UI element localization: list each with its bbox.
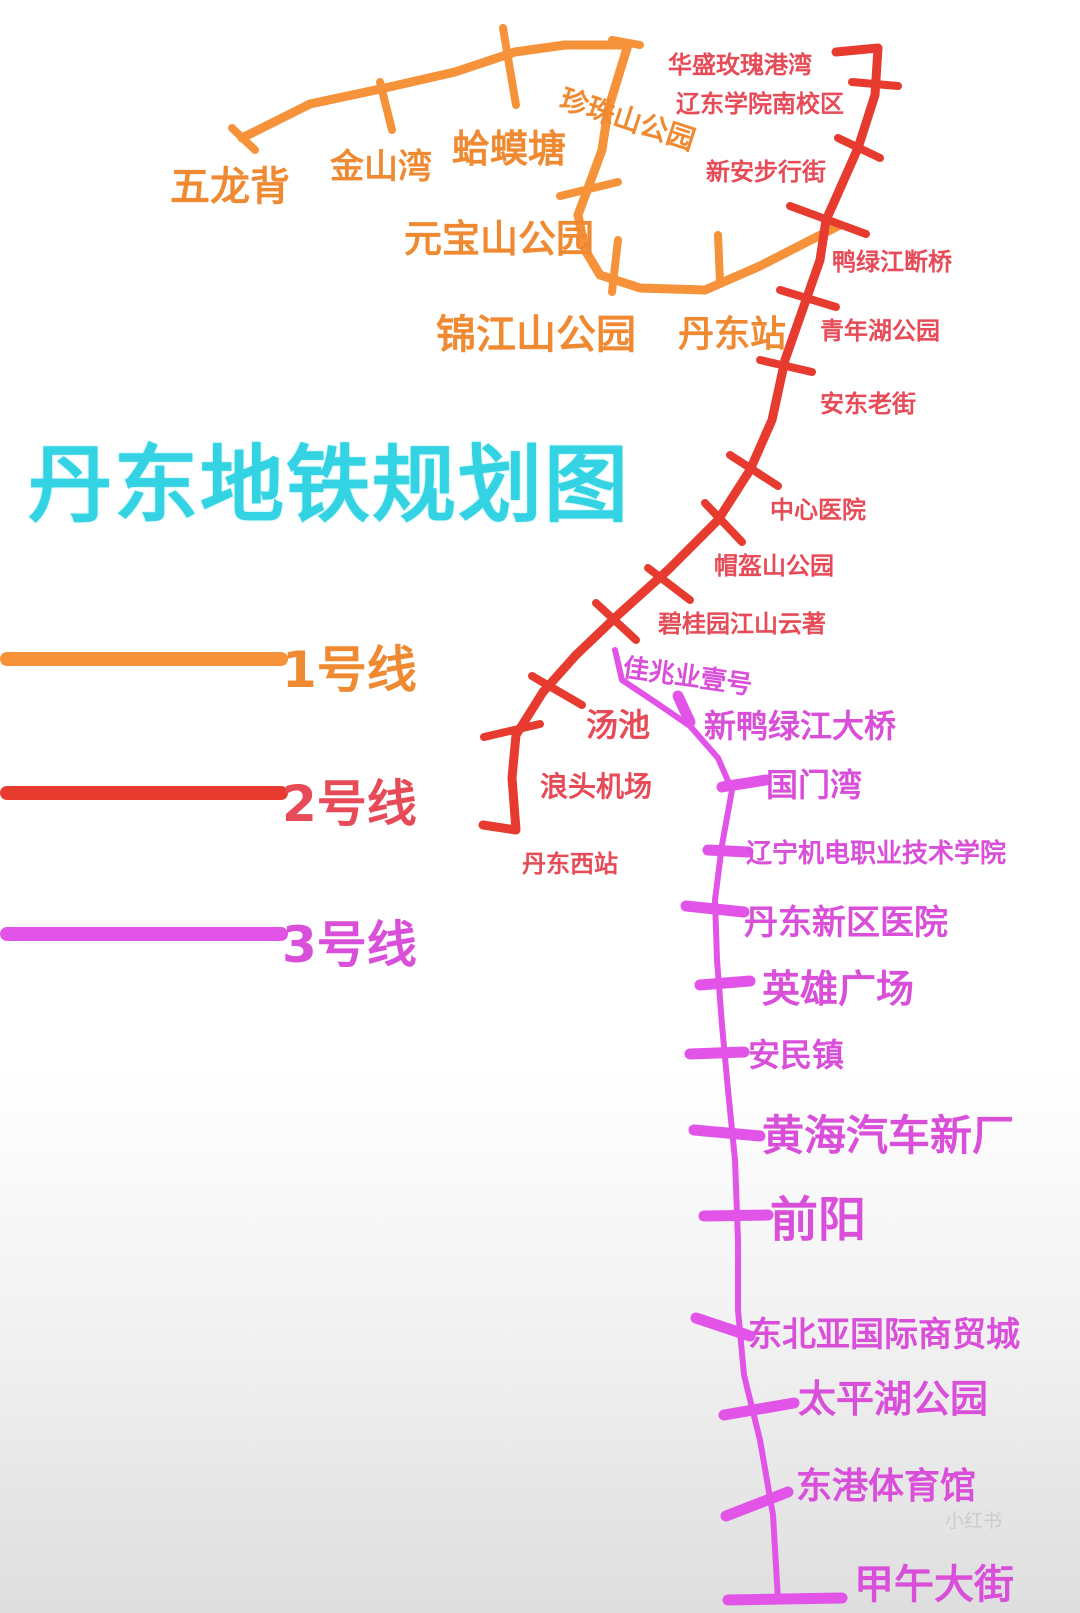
station-tick [726,451,782,490]
station-label: 安民镇 [748,1036,844,1074]
legend-label: 3号线 [282,916,417,974]
watermark: 小红书 [944,1510,1002,1532]
station-label: 东北亚国际商贸城 [748,1315,1020,1355]
station-label: 青年湖公园 [820,317,940,345]
station-label: 前阳 [770,1192,866,1248]
station-tick [786,202,870,238]
station-label: 安东老街 [820,390,916,418]
station-label: 新安步行街 [706,158,826,186]
station-tick [608,36,644,49]
station-label: 鸭绿江断桥 [832,248,953,276]
station-tick [716,774,772,793]
station-tick [528,672,586,709]
station-tick [718,1397,800,1421]
station-tick [834,134,884,162]
line-3-labels: 佳兆业壹号 新鸭绿江大桥 国门湾 辽宁机电职业技术学院 丹东新区医院 英雄广场 … [621,653,1020,1608]
station-tick [608,236,622,296]
station-tick [680,900,750,918]
station-label: 蛤蟆塘 [452,127,566,171]
station-tick [702,844,754,858]
station-tick [720,1486,794,1522]
station-label: 金山湾 [329,147,432,187]
line-1-track [237,40,845,295]
station-tick [376,78,396,134]
station-tick [701,499,746,546]
station-tick [556,178,622,200]
legend-item-line-1: 1号线 [0,630,460,699]
station-label: 丹东站 [678,314,786,355]
station-tick [698,1209,774,1222]
station-tick [714,231,724,286]
station-tick [848,78,902,90]
station-label: 辽东学院南校区 [676,90,844,118]
station-tick [776,286,840,311]
station-label: 国门湾 [766,766,862,804]
station-label: 甲午大街 [854,1562,1014,1608]
station-tick [722,1592,848,1606]
station-label: 华盛玫瑰港湾 [668,51,812,79]
station-tick [644,564,694,604]
legend-item-line-2: 2号线 [0,764,460,833]
line-1-labels: 五龙背 金山湾 蛤蟆塘 珍珠山公园 元宝山公园 锦江山公园 丹东站 [170,82,786,358]
line-1 [228,24,845,296]
legend-swatch [0,927,288,941]
line-3 [612,647,848,1606]
station-label: 浪头机场 [540,770,652,803]
station-label: 元宝山公园 [404,217,594,261]
station-label: 锦江山公园 [436,312,636,358]
legend-label: 1号线 [282,641,417,699]
legend-label: 2号线 [282,775,417,833]
station-tick [592,599,640,644]
station-tick [694,975,756,991]
map-title: 丹东地铁规划图 [28,436,631,534]
station-label: 黄海汽车新厂 [762,1111,1014,1160]
station-label: 英雄广场 [762,967,914,1011]
legend-swatch [0,652,288,666]
station-label: 帽盔山公园 [714,552,834,580]
line-2-labels: 华盛玫瑰港湾 辽东学院南校区 新安步行街 鸭绿江断桥 青年湖公园 安东老街 中心… [522,51,953,878]
station-tick [499,24,520,109]
station-tick [480,720,544,741]
station-tick [228,124,259,154]
station-label: 丹东西站 [522,850,618,878]
station-label: 碧桂园江山云著 [657,610,826,638]
station-tick [688,1124,766,1142]
station-tick [684,1046,750,1060]
line-2 [478,43,902,835]
station-label: 五龙背 [170,164,290,210]
station-label: 汤池 [586,706,650,744]
legend-swatch [0,786,288,800]
station-label: 辽宁机电职业技术学院 [746,838,1006,869]
station-label: 东港体育馆 [796,1466,976,1507]
line-1-ticks [228,24,724,296]
station-tick [756,356,816,376]
line-3-ticks [672,690,848,1606]
legend-item-line-3: 3号线 [0,905,460,974]
station-label: 太平湖公园 [798,1377,988,1421]
station-tick [690,1312,756,1342]
station-label: 丹东新区医院 [744,903,948,943]
station-tick [672,690,696,728]
station-label: 新鸭绿江大桥 [704,707,896,745]
line-2-ticks [480,78,902,741]
station-label: 中心医院 [770,496,866,524]
